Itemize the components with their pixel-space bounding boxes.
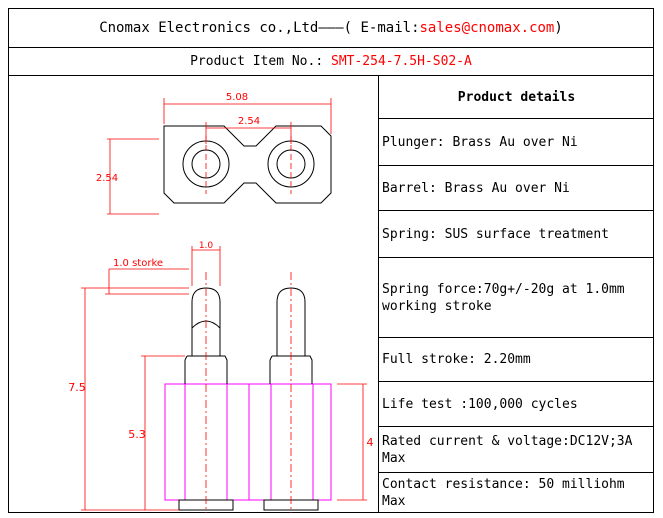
detail-spring: Spring: SUS surface treatment [379, 211, 654, 258]
detail-full-stroke: Full stroke: 2.20mm [379, 338, 654, 382]
detail-barrel: Barrel: Brass Au over Ni [379, 166, 654, 211]
company-name: Cnomax Electronics co.,Ltd———( E-mail: [99, 20, 420, 36]
detail-plunger: Plunger: Brass Au over Ni [379, 119, 654, 166]
detail-spring-force: Spring force:70g+/-20g at 1.0mm working … [379, 258, 654, 338]
dim-stroke-label: 1.0 storke [113, 258, 163, 269]
details-title: Product details [379, 76, 654, 119]
housing-body [164, 383, 332, 501]
detail-rated-current: Rated current & voltage:DC12V;3A Max [379, 427, 654, 473]
item-label: Product Item No.: [190, 53, 324, 69]
header-close: ) [554, 20, 563, 36]
dim-total-height: 7.5 [68, 381, 86, 394]
dim-tip-width: 1.0 [199, 241, 214, 251]
top-view-outline [163, 125, 332, 204]
drawing-svg: 5.08 2.54 2.54 [68, 92, 374, 513]
dim-body-height: 5.3 [128, 428, 146, 441]
technical-drawing: 5.08 2.54 2.54 [9, 76, 379, 513]
detail-contact-resistance: Contact resistance: 50 milliohm Max [382, 477, 625, 509]
dim-housing-height: 4 [367, 436, 374, 449]
company-header: Cnomax Electronics co.,Ltd———( E-mail: s… [9, 9, 653, 48]
dim-pitch: 2.54 [238, 116, 260, 127]
spec-sheet: Cnomax Electronics co.,Ltd———( E-mail: s… [8, 8, 654, 513]
detail-life-test: Life test :100,000 cycles [379, 382, 654, 427]
product-item-row: Product Item No.: SMT-254-7.5H-S02-A [9, 47, 653, 76]
email-link[interactable]: sales@cnomax.com [419, 20, 555, 36]
item-number: SMT-254-7.5H-S02-A [331, 53, 472, 69]
product-details-table: Product details Plunger: Brass Au over N… [379, 76, 654, 513]
dim-height-side: 2.54 [96, 173, 118, 184]
dim-overall-width: 5.08 [226, 92, 248, 103]
